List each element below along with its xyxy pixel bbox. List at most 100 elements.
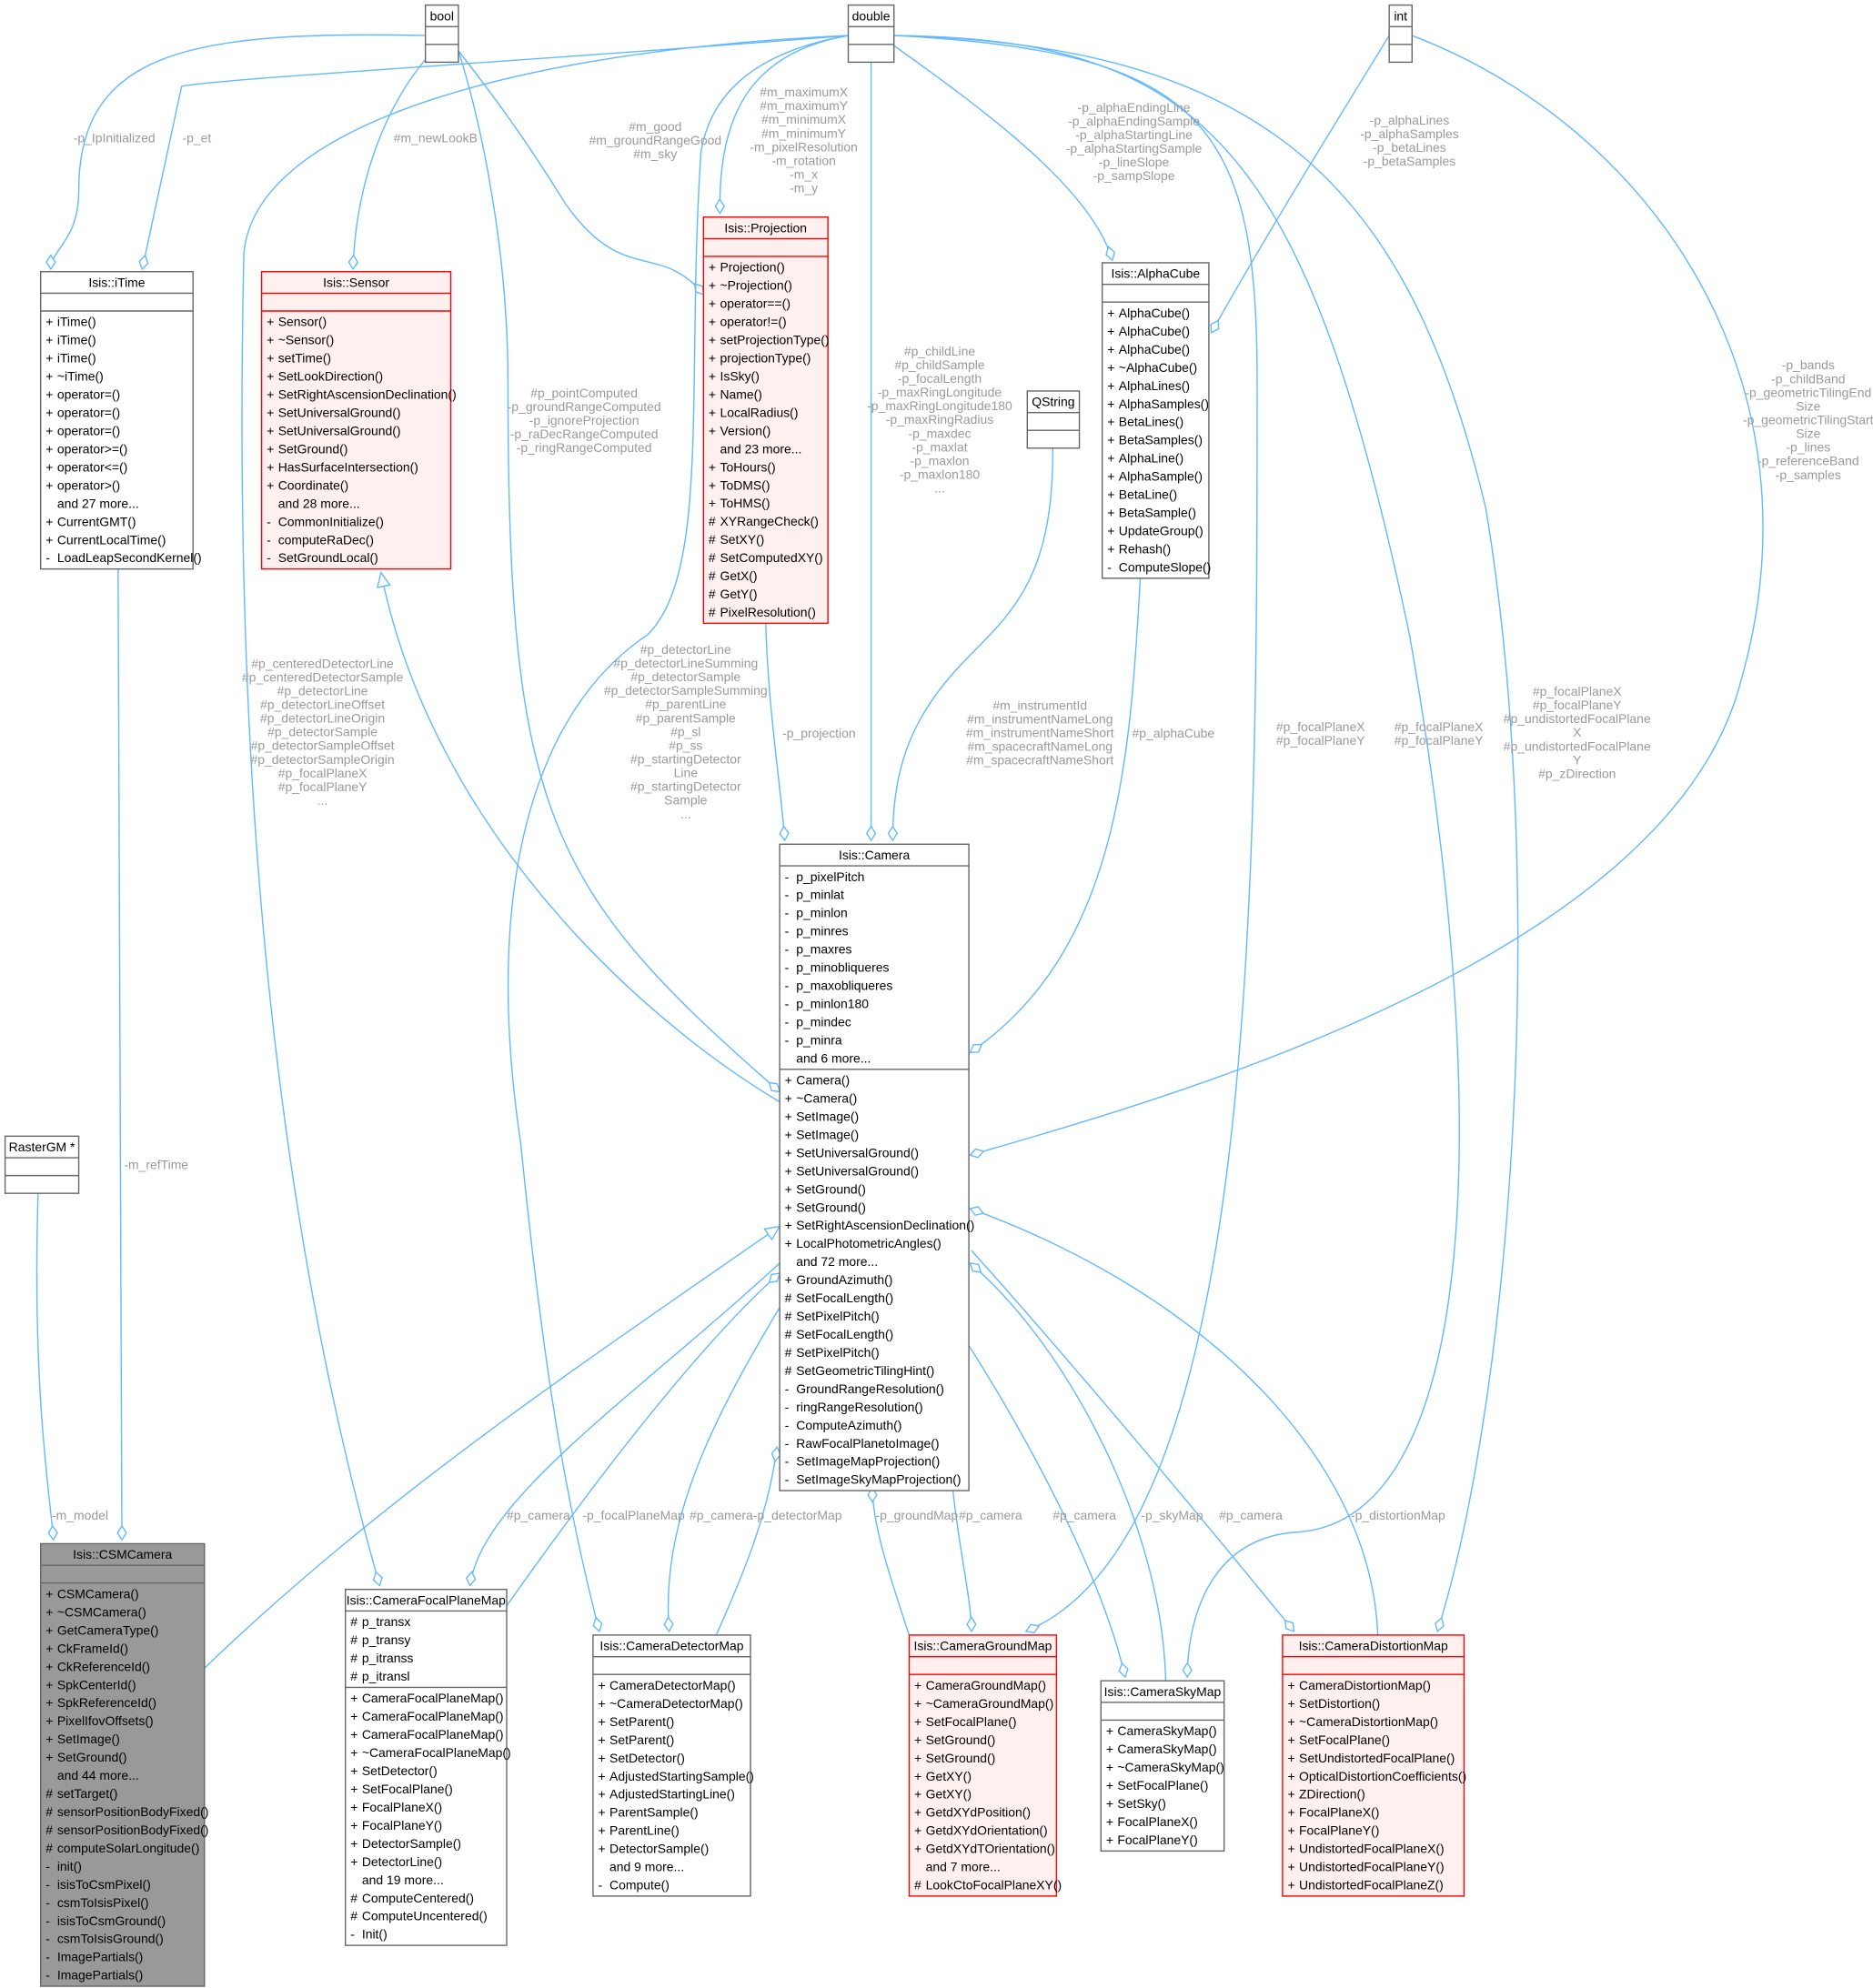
method[interactable]: +CameraDetectorMap()	[598, 1678, 735, 1692]
method[interactable]: +CameraFocalPlaneMap()	[350, 1709, 503, 1723]
method-name[interactable]: IsSky()	[720, 368, 759, 383]
method-name[interactable]: operator==()	[720, 296, 790, 311]
method-name[interactable]: ComputeUncentered()	[362, 1909, 488, 1923]
method[interactable]: +Version()	[709, 423, 770, 437]
method-name[interactable]: operator=()	[57, 387, 120, 402]
method[interactable]: and 27 more...	[57, 496, 139, 510]
method-name[interactable]: SetRightAscensionDeclination()	[278, 387, 457, 402]
method[interactable]: +SetParent()	[598, 1714, 674, 1729]
method[interactable]: #SetFocalLength()	[785, 1290, 893, 1305]
method[interactable]: +operator=()	[45, 424, 120, 438]
method-name[interactable]: SetGround()	[796, 1181, 866, 1196]
method[interactable]: -isisToCsmGround()	[45, 1913, 166, 1928]
method[interactable]: +CameraGroundMap()	[914, 1678, 1046, 1692]
method-name[interactable]: GroundRangeResolution()	[796, 1381, 944, 1396]
method-name[interactable]: ZDirection()	[1299, 1787, 1365, 1802]
method[interactable]: +Projection()	[709, 260, 785, 275]
attribute-name[interactable]: p_maxobliqueres	[796, 979, 892, 993]
method[interactable]: -SetImageMapProjection()	[785, 1454, 941, 1469]
method[interactable]: +GetCameraType()	[45, 1622, 158, 1637]
method[interactable]: +Name()	[709, 387, 762, 401]
method[interactable]: +CkFrameId()	[45, 1641, 128, 1655]
method[interactable]: -Compute()	[598, 1878, 669, 1893]
method[interactable]: and 23 more...	[720, 441, 801, 456]
method[interactable]: +BetaSample()	[1107, 506, 1196, 520]
method-name[interactable]: GetX()	[720, 568, 757, 583]
method-name[interactable]: ~CameraSkyMap()	[1117, 1760, 1223, 1774]
method-name[interactable]: CameraFocalPlaneMap()	[362, 1691, 504, 1705]
method[interactable]: +SetUniversalGround()	[267, 406, 400, 420]
method[interactable]: +SetDetector()	[598, 1751, 684, 1765]
class-name[interactable]: Isis::iTime	[88, 275, 145, 289]
method-name[interactable]: Projection()	[720, 260, 784, 275]
method-name[interactable]: and 9 more...	[609, 1860, 684, 1874]
method[interactable]: +SetRightAscensionDeclination()	[267, 387, 457, 402]
method[interactable]: +CameraDistortionMap()	[1287, 1678, 1430, 1692]
method-name[interactable]: ToHours()	[720, 459, 775, 474]
method[interactable]: +CurrentLocalTime()	[45, 532, 166, 547]
method-name[interactable]: PixelIfovOffsets()	[57, 1713, 154, 1728]
method[interactable]: +projectionType()	[709, 351, 811, 366]
method-name[interactable]: SetSky()	[1117, 1796, 1165, 1811]
method-name[interactable]: operator>=()	[57, 441, 127, 456]
method[interactable]: +AlphaLine()	[1107, 451, 1183, 466]
method-name[interactable]: ParentLine()	[609, 1823, 680, 1838]
attribute[interactable]: -p_minobliqueres	[785, 960, 890, 975]
method-name[interactable]: ToDMS()	[720, 477, 770, 492]
method-name[interactable]: GetdXYdPosition()	[926, 1805, 1031, 1820]
method[interactable]: +SpkCenterId()	[45, 1677, 136, 1692]
method[interactable]: +setTime()	[267, 351, 331, 366]
method-name[interactable]: SetUniversalGround()	[278, 424, 401, 438]
method-name[interactable]: sensorPositionBodyFixed()	[57, 1822, 209, 1837]
method[interactable]: +SetRightAscensionDeclination()	[785, 1218, 975, 1232]
method-name[interactable]: SetDistortion()	[1299, 1696, 1380, 1711]
class-name[interactable]: Isis::Projection	[724, 220, 807, 235]
method[interactable]: and 44 more...	[57, 1768, 139, 1782]
method[interactable]: +DetectorSample()	[598, 1842, 709, 1856]
method-name[interactable]: SetGround()	[926, 1732, 996, 1747]
method[interactable]: +SetDistortion()	[1287, 1696, 1380, 1711]
method[interactable]: +CurrentGMT()	[45, 514, 136, 528]
method-name[interactable]: GetCameraType()	[57, 1622, 159, 1637]
attribute[interactable]: -p_maxres	[785, 942, 852, 957]
method[interactable]: +AlphaSample()	[1107, 469, 1203, 484]
method-name[interactable]: SetFocalPlane()	[1299, 1732, 1390, 1747]
method[interactable]: #setTarget()	[45, 1786, 117, 1801]
method[interactable]: +~Sensor()	[267, 333, 334, 347]
method-name[interactable]: Compute()	[609, 1878, 670, 1893]
method-name[interactable]: SetGround()	[57, 1750, 127, 1764]
method[interactable]: -Init()	[350, 1927, 387, 1942]
method[interactable]: -SetImageSkyMapProjection()	[785, 1472, 962, 1487]
method-name[interactable]: UndistortedFocalPlaneZ()	[1299, 1878, 1444, 1893]
method-name[interactable]: XYRangeCheck()	[720, 514, 818, 528]
method-name[interactable]: GetY()	[720, 587, 757, 601]
method[interactable]: +FocalPlaneY()	[1287, 1823, 1379, 1838]
method[interactable]: +FocalPlaneX()	[350, 1800, 442, 1814]
attribute-name[interactable]: p_minra	[796, 1032, 842, 1047]
class-box-projection[interactable]: Isis::Projection+Projection()+~Projectio…	[702, 216, 830, 625]
method-name[interactable]: computeRaDec()	[278, 532, 374, 547]
method[interactable]: +SetFocalPlane()	[1106, 1778, 1209, 1792]
method[interactable]: +SetDetector()	[350, 1763, 437, 1778]
class-box-alphacube[interactable]: Isis::AlphaCube+AlphaCube()+AlphaCube()+…	[1101, 262, 1212, 579]
method[interactable]: +AdjustedStartingSample()	[598, 1769, 753, 1783]
method[interactable]: +Sensor()	[267, 315, 327, 329]
method-name[interactable]: SetFocalPlane()	[362, 1782, 453, 1796]
method-name[interactable]: ImagePartials()	[57, 1950, 144, 1964]
method-name[interactable]: CameraDistortionMap()	[1299, 1678, 1431, 1692]
method[interactable]: -CommonInitialize()	[267, 514, 384, 528]
method-name[interactable]: ComputeAzimuth()	[796, 1418, 901, 1432]
attribute-name[interactable]: p_transx	[362, 1614, 410, 1629]
method[interactable]: +operator=()	[45, 406, 120, 420]
method[interactable]: +CSMCamera()	[45, 1586, 138, 1601]
method[interactable]: +Rehash()	[1107, 541, 1171, 556]
method-name[interactable]: computeSolarLongitude()	[57, 1841, 200, 1855]
class-box-focalplanemap[interactable]: Isis::CameraFocalPlaneMap#p_transx#p_tra…	[345, 1588, 511, 1946]
method-name[interactable]: isisToCsmPixel()	[57, 1877, 151, 1892]
method[interactable]: #ComputeUncentered()	[350, 1909, 487, 1923]
class-name[interactable]: Isis::Camera	[839, 848, 910, 862]
method-name[interactable]: SetImage()	[57, 1732, 120, 1746]
method[interactable]: +ParentSample()	[598, 1805, 698, 1820]
method-name[interactable]: ~CameraDistortionMap()	[1299, 1714, 1438, 1729]
method[interactable]: -isisToCsmPixel()	[45, 1877, 151, 1892]
